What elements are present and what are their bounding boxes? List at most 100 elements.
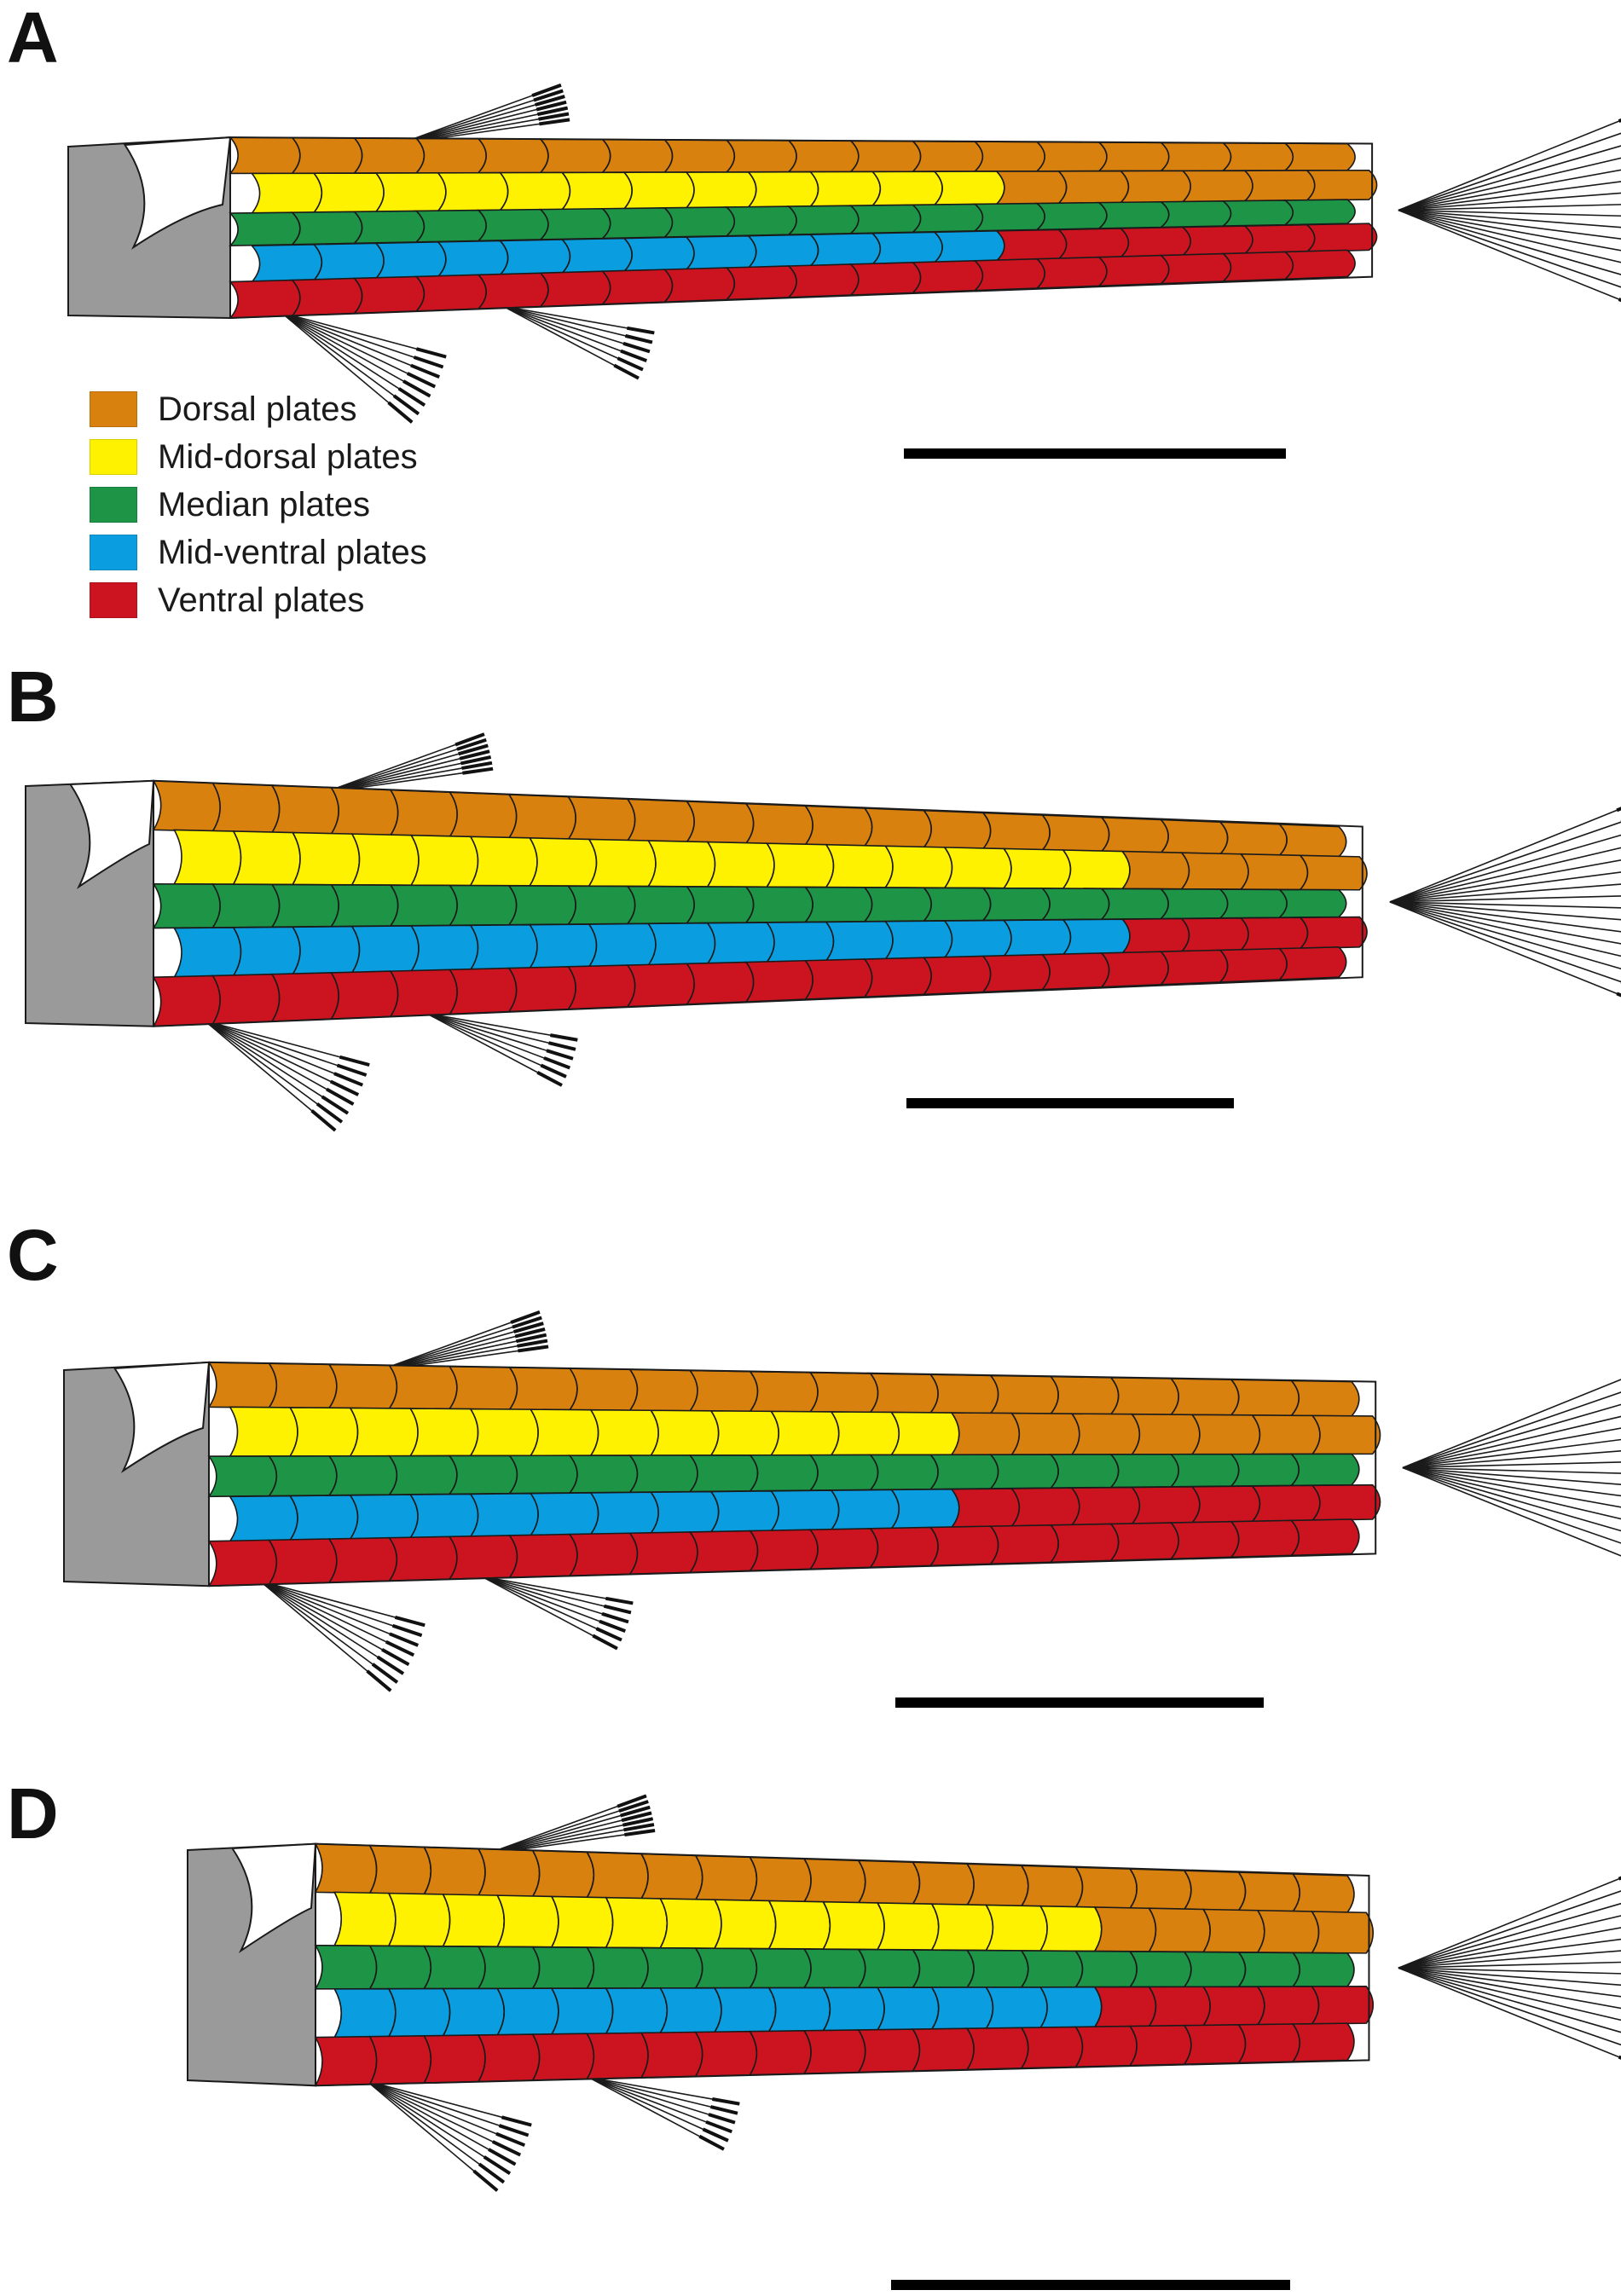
head-bone-white — [113, 1361, 211, 1473]
caudal-fin-ray — [1402, 1466, 1621, 1520]
median-plate — [1169, 1453, 1240, 1488]
mid-dorsal-plate — [994, 170, 1068, 205]
median-plate — [848, 204, 922, 234]
dorsal-plate — [1040, 814, 1110, 853]
pectoral-fin-ray-tip — [326, 1087, 355, 1106]
mid-ventral-plate — [442, 1987, 506, 2037]
caudal-fin-ray — [1398, 209, 1621, 228]
dorsal-plate — [640, 1853, 703, 1900]
mid-ventral-plate — [1002, 918, 1072, 957]
mid-ventral-plate — [767, 1987, 831, 2033]
dorsal-plate — [1289, 1379, 1360, 1417]
median-plate — [803, 886, 873, 923]
ventral-plate — [389, 969, 458, 1018]
scale-bar-b — [906, 1098, 1234, 1108]
dorsal-plate — [1100, 816, 1169, 853]
pelvic-fin-ray-tip — [605, 1596, 634, 1605]
mid-ventral-plate — [589, 1491, 659, 1535]
mid-ventral-plate — [930, 1987, 994, 2030]
median-plate — [922, 887, 992, 922]
pectoral-fin-ray-tip — [381, 1647, 410, 1667]
mid-ventral-plate — [825, 920, 894, 962]
median-plate — [585, 1946, 649, 1989]
mid-dorsal-plate — [498, 171, 571, 211]
mid-dorsal-plate — [250, 172, 323, 214]
dorsal-fin-ray-tip — [623, 1823, 655, 1832]
median-plate — [929, 1454, 999, 1490]
caudal-fin-ray — [1389, 901, 1621, 945]
dorsal-fin-ray-tip — [617, 1794, 647, 1808]
caudal-fin-ray — [1389, 834, 1621, 903]
mid-dorsal-plate — [469, 836, 538, 887]
caudal-fin-ray — [1398, 157, 1621, 211]
mid-ventral-plate — [349, 1494, 419, 1540]
mid-ventral-plate — [1305, 223, 1378, 253]
caudal-fin-ray — [1402, 1403, 1621, 1469]
pectoral-fin-ray-tip — [316, 1102, 344, 1124]
median-plate — [314, 1944, 378, 1990]
mid-ventral-plate — [933, 230, 1005, 263]
dorsal-plate — [152, 779, 221, 832]
pectoral-fin-ray-tip — [488, 2148, 517, 2166]
caudal-fin-ray — [1398, 181, 1621, 211]
caudal-fin-ray — [1389, 847, 1621, 903]
pelvic-fin-ray-tip — [536, 1071, 563, 1087]
ventral-plate — [688, 1530, 759, 1574]
dorsal-fin-ray-tip — [535, 95, 565, 107]
dorsal-fin-ray-tip — [517, 1339, 548, 1348]
mid-dorsal-plate — [1002, 847, 1072, 889]
pectoral-fin-ray-tip — [387, 401, 414, 424]
mid-dorsal-plate — [706, 841, 775, 888]
mid-ventral-plate — [871, 231, 943, 265]
dorsal-plate — [749, 1370, 819, 1413]
caudal-fin-ray — [1389, 859, 1621, 903]
caudal-fin-ray — [1389, 901, 1621, 921]
dorsal-plate — [477, 1848, 541, 1898]
median-plate — [207, 1455, 278, 1498]
pelvic-fin-ray-tip — [708, 2113, 736, 2125]
ventral-plate — [640, 2031, 703, 2079]
caudal-fin-ray — [1398, 1967, 1621, 1975]
caudal-fin-ray — [1402, 1438, 1621, 1469]
mid-ventral-plate — [876, 1987, 940, 2031]
ventral-plate — [1097, 254, 1170, 287]
ventral-plate — [863, 957, 932, 998]
mid-ventral-plate — [985, 1986, 1048, 2030]
ventral-plate — [1159, 949, 1229, 986]
pelvic-fin-ray-tip — [705, 2120, 732, 2134]
ventral-plate — [1100, 951, 1169, 988]
mid-ventral-plate — [528, 923, 598, 969]
mid-dorsal-plate — [1242, 170, 1316, 202]
median-plate — [1128, 1951, 1192, 1988]
mid-dorsal-plate — [876, 1902, 940, 1951]
ventral-plate — [1169, 1520, 1240, 1560]
mid-ventral-plate — [1070, 1486, 1141, 1526]
dorsal-plate — [414, 137, 488, 174]
mid-ventral-plate — [1298, 916, 1368, 950]
mid-dorsal-plate — [765, 842, 835, 888]
mid-ventral-plate — [232, 926, 301, 977]
mid-ventral-plate — [408, 1493, 479, 1539]
dorsal-plate — [685, 801, 755, 844]
ventral-plate — [803, 958, 873, 1000]
ventral-plate — [368, 2035, 432, 2085]
pelvic-fin-ray-tip — [622, 341, 651, 354]
pectoral-fin-ray-tip — [333, 1072, 364, 1087]
dorsal-plate — [568, 1368, 639, 1412]
caudal-fin-ray — [1402, 1466, 1621, 1474]
caudal-fin-ray — [1398, 1950, 1621, 1969]
mid-ventral-plate — [1148, 1986, 1211, 2027]
dorsal-fin-ray-tip — [538, 112, 570, 121]
mid-dorsal-plate — [288, 1407, 359, 1457]
dorsal-plate — [327, 1363, 398, 1409]
mid-dorsal-plate — [871, 171, 943, 207]
dorsal-plate — [1159, 142, 1232, 172]
mid-dorsal-plate — [550, 1895, 614, 1948]
pelvic-fin-ray-tip — [550, 1033, 578, 1042]
dorsal-plate — [368, 1844, 432, 1895]
median-plate — [1159, 888, 1229, 920]
head-bone-white — [68, 779, 155, 889]
ventral-plate — [422, 2034, 486, 2084]
dorsal-fin-ray-tip — [518, 1345, 549, 1353]
median-plate — [694, 1947, 758, 1989]
